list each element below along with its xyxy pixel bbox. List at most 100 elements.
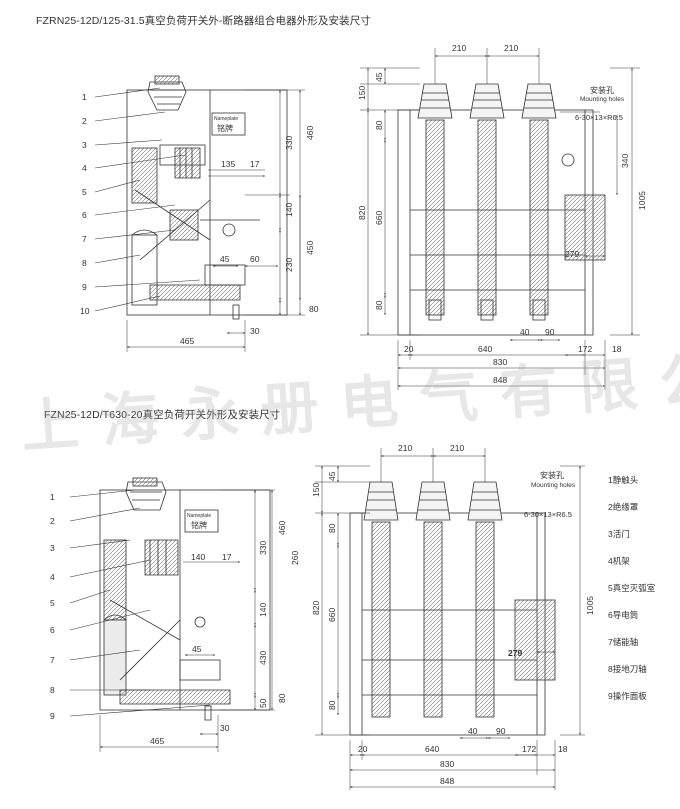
top-front-dimension-labels: 210 210 45 150 80 340 820 660 1005 279 8… <box>357 43 647 385</box>
dim-230: 230 <box>284 258 294 272</box>
bottom-side-dimension-labels: Nameplate 铭牌 460 330 140 17 260 140 45 4… <box>150 513 300 746</box>
insulator-stack-2 <box>469 83 505 321</box>
dim-40: 40 <box>520 327 530 337</box>
dim-830: 830 <box>440 759 454 769</box>
callout-1: 1 <box>50 492 55 502</box>
top-side-callout-labels: 1 2 3 4 5 6 7 8 9 10 <box>80 92 90 316</box>
callout-7: 7 <box>50 655 55 665</box>
dim-640: 640 <box>478 344 492 354</box>
dim-210a: 210 <box>398 443 412 453</box>
dim-80b: 80 <box>374 300 384 310</box>
dim-80: 80 <box>309 304 319 314</box>
dim-20: 20 <box>404 344 414 354</box>
dim-150: 150 <box>357 86 367 100</box>
callout-8: 8 <box>82 258 87 268</box>
callout-5: 5 <box>50 598 55 608</box>
insulator-stack-2 <box>415 481 451 718</box>
dim-1005: 1005 <box>585 596 595 615</box>
mounting-holes-spec: 6-30×13×R6.5 <box>524 510 572 519</box>
dim-279: 279 <box>565 249 579 259</box>
dim-660: 660 <box>327 608 337 622</box>
dim-135: 135 <box>221 159 235 169</box>
dim-830: 830 <box>493 357 507 367</box>
callout-6: 6 <box>82 210 87 220</box>
legend-item: 9操作面板 <box>608 691 647 701</box>
mounting-holes-en: Mounting holes <box>531 482 576 489</box>
dim-30: 30 <box>250 326 260 336</box>
dim-465: 465 <box>180 336 194 346</box>
insulator-stack-3 <box>467 481 503 718</box>
callout-4: 4 <box>50 572 55 582</box>
legend-item: 1静触头 <box>608 475 639 485</box>
dim-45: 45 <box>374 72 384 82</box>
nameplate-cn: 铭牌 <box>217 123 233 133</box>
callout-2: 2 <box>82 116 87 126</box>
dim-172: 172 <box>522 744 536 754</box>
legend-item: 5真空灭弧室 <box>608 583 656 593</box>
bottom-side-view <box>69 477 275 752</box>
callout-10: 10 <box>80 306 90 316</box>
dim-17: 17 <box>250 159 260 169</box>
bottom-drawing-title: FZN25-12D/T630-20真空负荷开关外形及安装尺寸 <box>44 409 281 421</box>
legend-item: 4机架 <box>608 556 630 566</box>
top-side-dimension-labels: Nameplate 铭牌 460 330 135 17 140 450 230 … <box>180 116 319 346</box>
dim-18: 18 <box>612 344 622 354</box>
nameplate-en: Nameplate <box>187 513 211 519</box>
legend-item: 2绝缘罩 <box>608 502 639 512</box>
top-drawing-title: FZRN25-12D/125-31.5真空负荷开关外-断路器组合电器外形及安装尺… <box>36 15 371 27</box>
top-side-view <box>94 75 305 352</box>
legend-item: 8接地刀轴 <box>608 664 647 674</box>
dim-172: 172 <box>578 344 592 354</box>
dim-260: 260 <box>290 551 300 565</box>
callout-4: 4 <box>82 163 87 173</box>
dim-45: 45 <box>327 471 337 481</box>
callout-6: 6 <box>50 625 55 635</box>
callout-2: 2 <box>50 516 55 526</box>
callout-8: 8 <box>50 685 55 695</box>
dim-340: 340 <box>620 154 630 168</box>
dim-45: 45 <box>220 254 230 264</box>
callout-3: 3 <box>82 140 87 150</box>
callout-7: 7 <box>82 234 87 244</box>
dim-330: 330 <box>284 136 294 150</box>
dim-140: 140 <box>284 203 294 217</box>
dim-330: 330 <box>258 541 268 555</box>
insulator-stack-1 <box>417 83 453 321</box>
dim-45: 45 <box>192 644 202 654</box>
dim-660: 660 <box>374 211 384 225</box>
dim-30: 30 <box>220 723 230 733</box>
dim-80b: 80 <box>327 700 337 710</box>
legend-item: 3活门 <box>608 529 630 539</box>
callout-3: 3 <box>50 543 55 553</box>
dim-848: 848 <box>440 776 454 786</box>
legend-item: 7储能轴 <box>608 637 639 647</box>
dim-820: 820 <box>357 206 367 220</box>
dim-80a: 80 <box>374 120 384 130</box>
mounting-holes-cn: 安装孔 <box>590 85 614 95</box>
insulator-stack-1 <box>363 481 399 718</box>
dim-848: 848 <box>493 375 507 385</box>
bottom-front-view <box>315 448 585 790</box>
dim-430: 430 <box>258 651 268 665</box>
dim-460: 460 <box>277 521 287 535</box>
dim-1005: 1005 <box>637 191 647 210</box>
dim-40: 40 <box>468 726 478 736</box>
bottom-side-callout-labels: 1 2 3 4 5 6 7 8 9 <box>50 492 55 721</box>
callout-9: 9 <box>82 282 87 292</box>
dim-80: 80 <box>277 693 287 703</box>
dim-210a: 210 <box>452 43 466 53</box>
dim-20: 20 <box>358 744 368 754</box>
mounting-holes-spec: 6-30×13×R6.5 <box>575 113 623 122</box>
callout-9: 9 <box>50 711 55 721</box>
mounting-holes-en: Mounting holes <box>580 96 625 103</box>
dim-17: 17 <box>222 552 232 562</box>
insulator-stack-3 <box>521 83 557 321</box>
legend-item: 6导电筒 <box>608 610 639 620</box>
nameplate-en: Nameplate <box>214 116 238 122</box>
callout-1: 1 <box>82 92 87 102</box>
dim-210b: 210 <box>450 443 464 453</box>
mounting-holes-cn: 安装孔 <box>540 470 564 480</box>
dim-640: 640 <box>425 744 439 754</box>
